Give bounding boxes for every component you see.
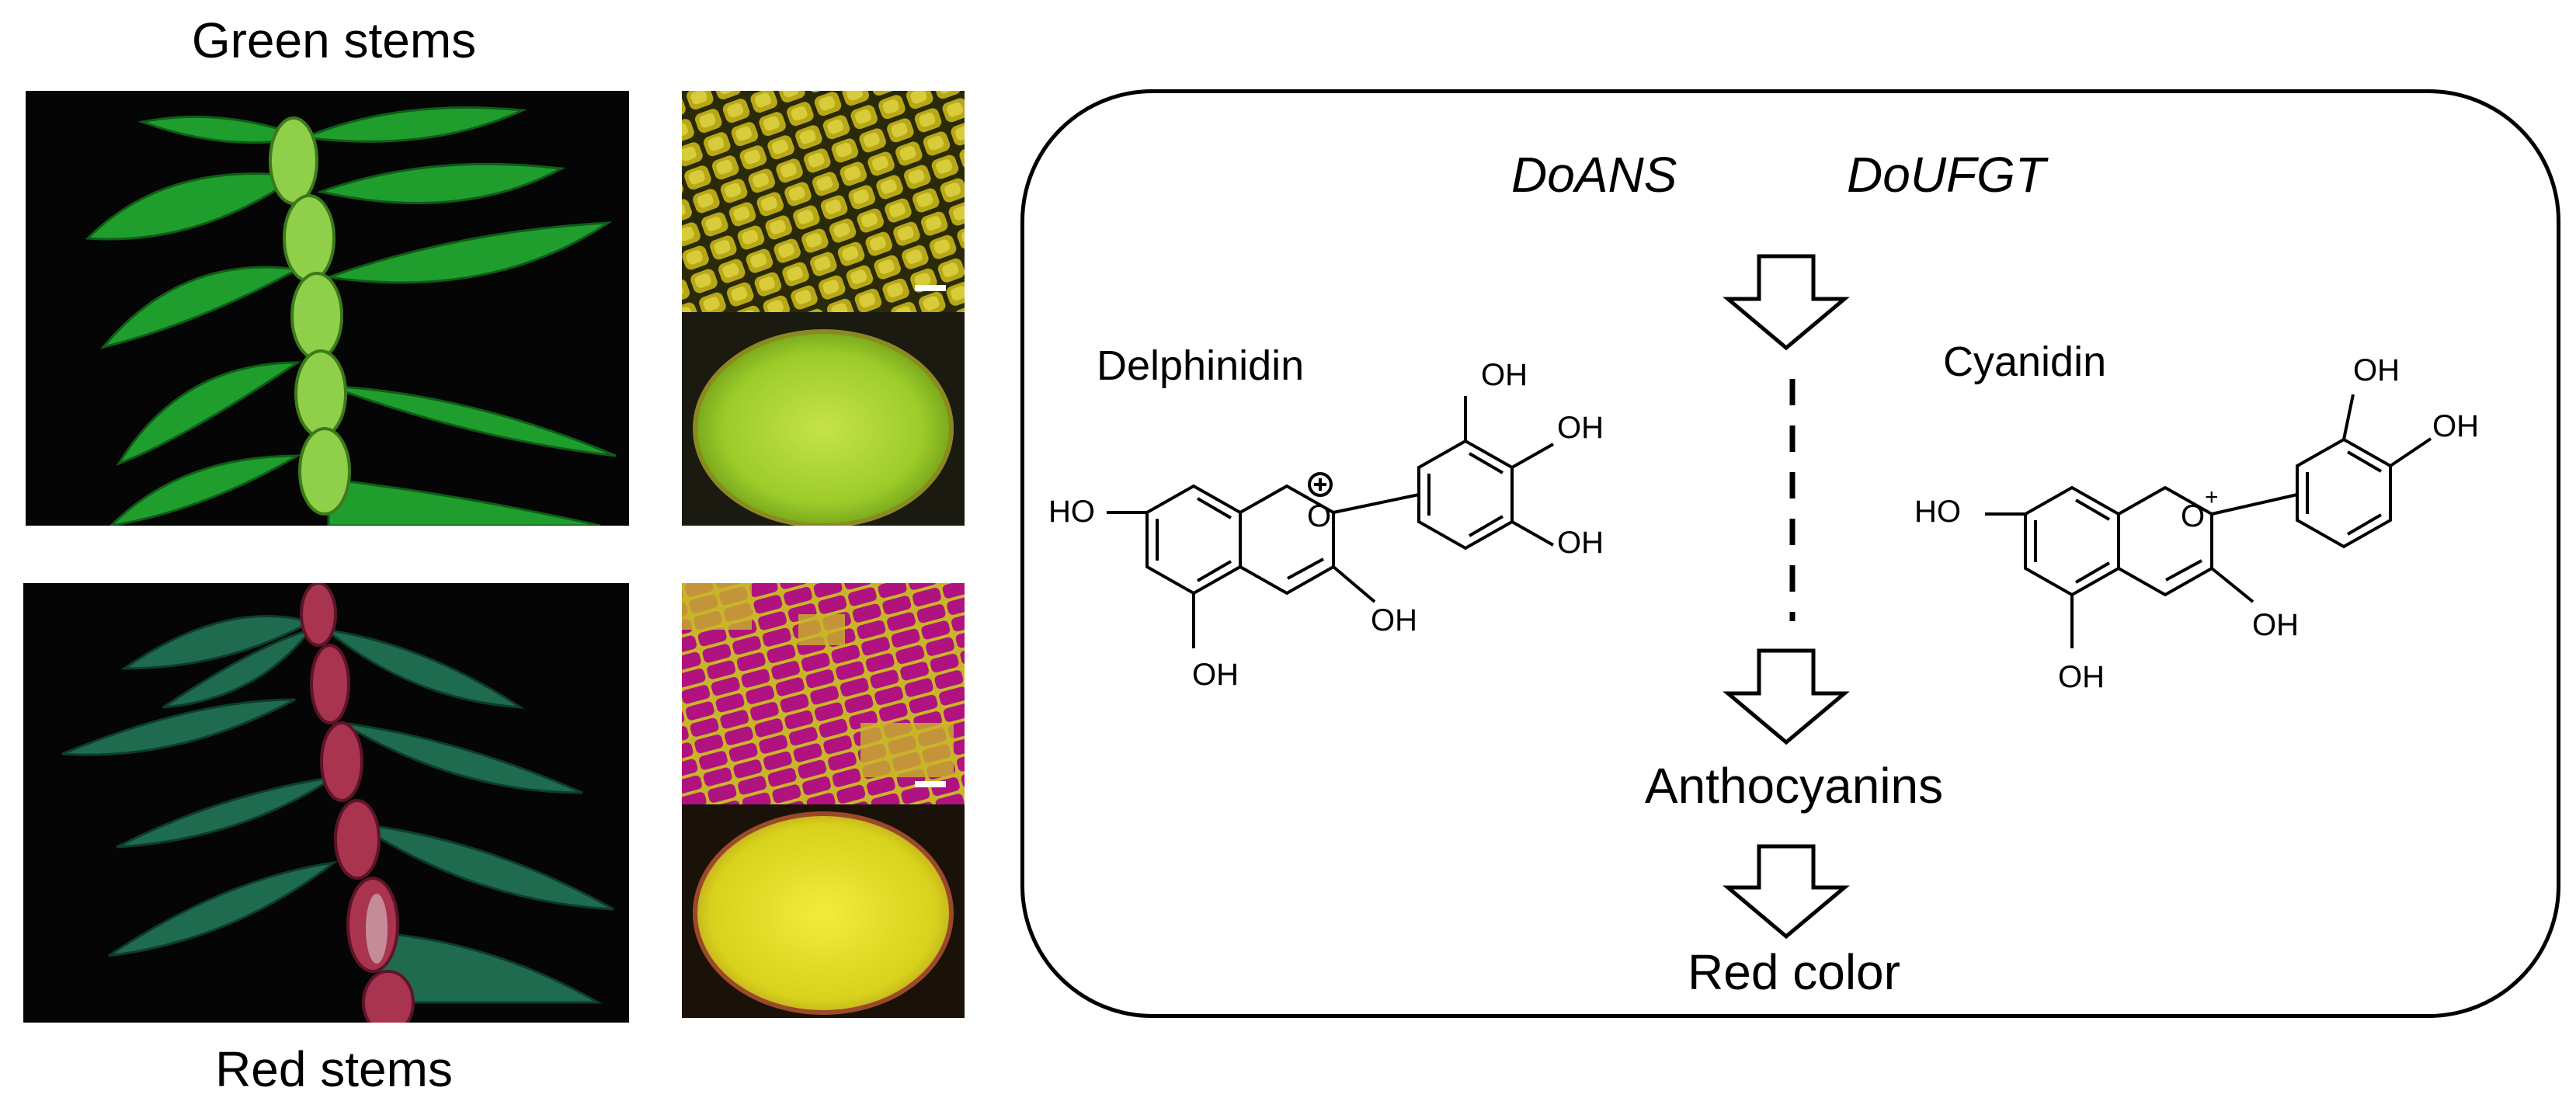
svg-text:OH: OH <box>2432 409 2479 443</box>
red-stems-label: Red stems <box>215 1041 453 1097</box>
green-stems-label: Green stems <box>191 12 477 68</box>
anthocyanins-label: Anthocyanins <box>1644 758 1944 814</box>
cyanidin-atom-labels: HO OH OH O + OH OH <box>1914 353 2479 694</box>
svg-text:OH: OH <box>2252 608 2299 642</box>
svg-text:HO: HO <box>1048 495 1095 529</box>
svg-text:O: O <box>2181 499 2205 533</box>
delphinidin-structure <box>1107 396 1554 648</box>
svg-text:HO: HO <box>1914 495 1961 529</box>
red-cross-section <box>682 804 965 1018</box>
green-stem-photo <box>26 91 629 526</box>
red-stem-photo <box>23 583 629 1023</box>
svg-text:OH: OH <box>2058 660 2105 694</box>
pathway-panel <box>1020 89 2560 1018</box>
red-color-label: Red color <box>1688 944 1900 1000</box>
svg-text:OH: OH <box>1371 603 1417 637</box>
arrow-down-1 <box>1723 254 1850 351</box>
svg-text:OH: OH <box>1557 411 1604 445</box>
gene-doufgt: DoUFGT <box>1847 147 2046 203</box>
red-cell-micrograph <box>682 583 965 804</box>
delphinidin-label: Delphinidin <box>1097 342 1305 389</box>
svg-text:OH: OH <box>2353 353 2400 387</box>
svg-text:OH: OH <box>1481 358 1528 392</box>
cyanidin-structure <box>1985 394 2432 648</box>
svg-text:OH: OH <box>1557 526 1604 560</box>
green-cell-micrograph <box>682 91 965 312</box>
svg-text:O: O <box>1307 499 1331 533</box>
cyanidin-label: Cyanidin <box>1943 339 2107 385</box>
svg-text:+: + <box>2205 485 2219 510</box>
arrow-down-3 <box>1723 844 1850 940</box>
green-cross-section <box>682 312 965 526</box>
gene-doans: DoANS <box>1511 147 1677 203</box>
delphinidin-atom-labels: HO OH OH O OH OH OH <box>1048 358 1604 692</box>
arrow-down-2 <box>1723 648 1850 745</box>
svg-text:OH: OH <box>1192 658 1239 692</box>
